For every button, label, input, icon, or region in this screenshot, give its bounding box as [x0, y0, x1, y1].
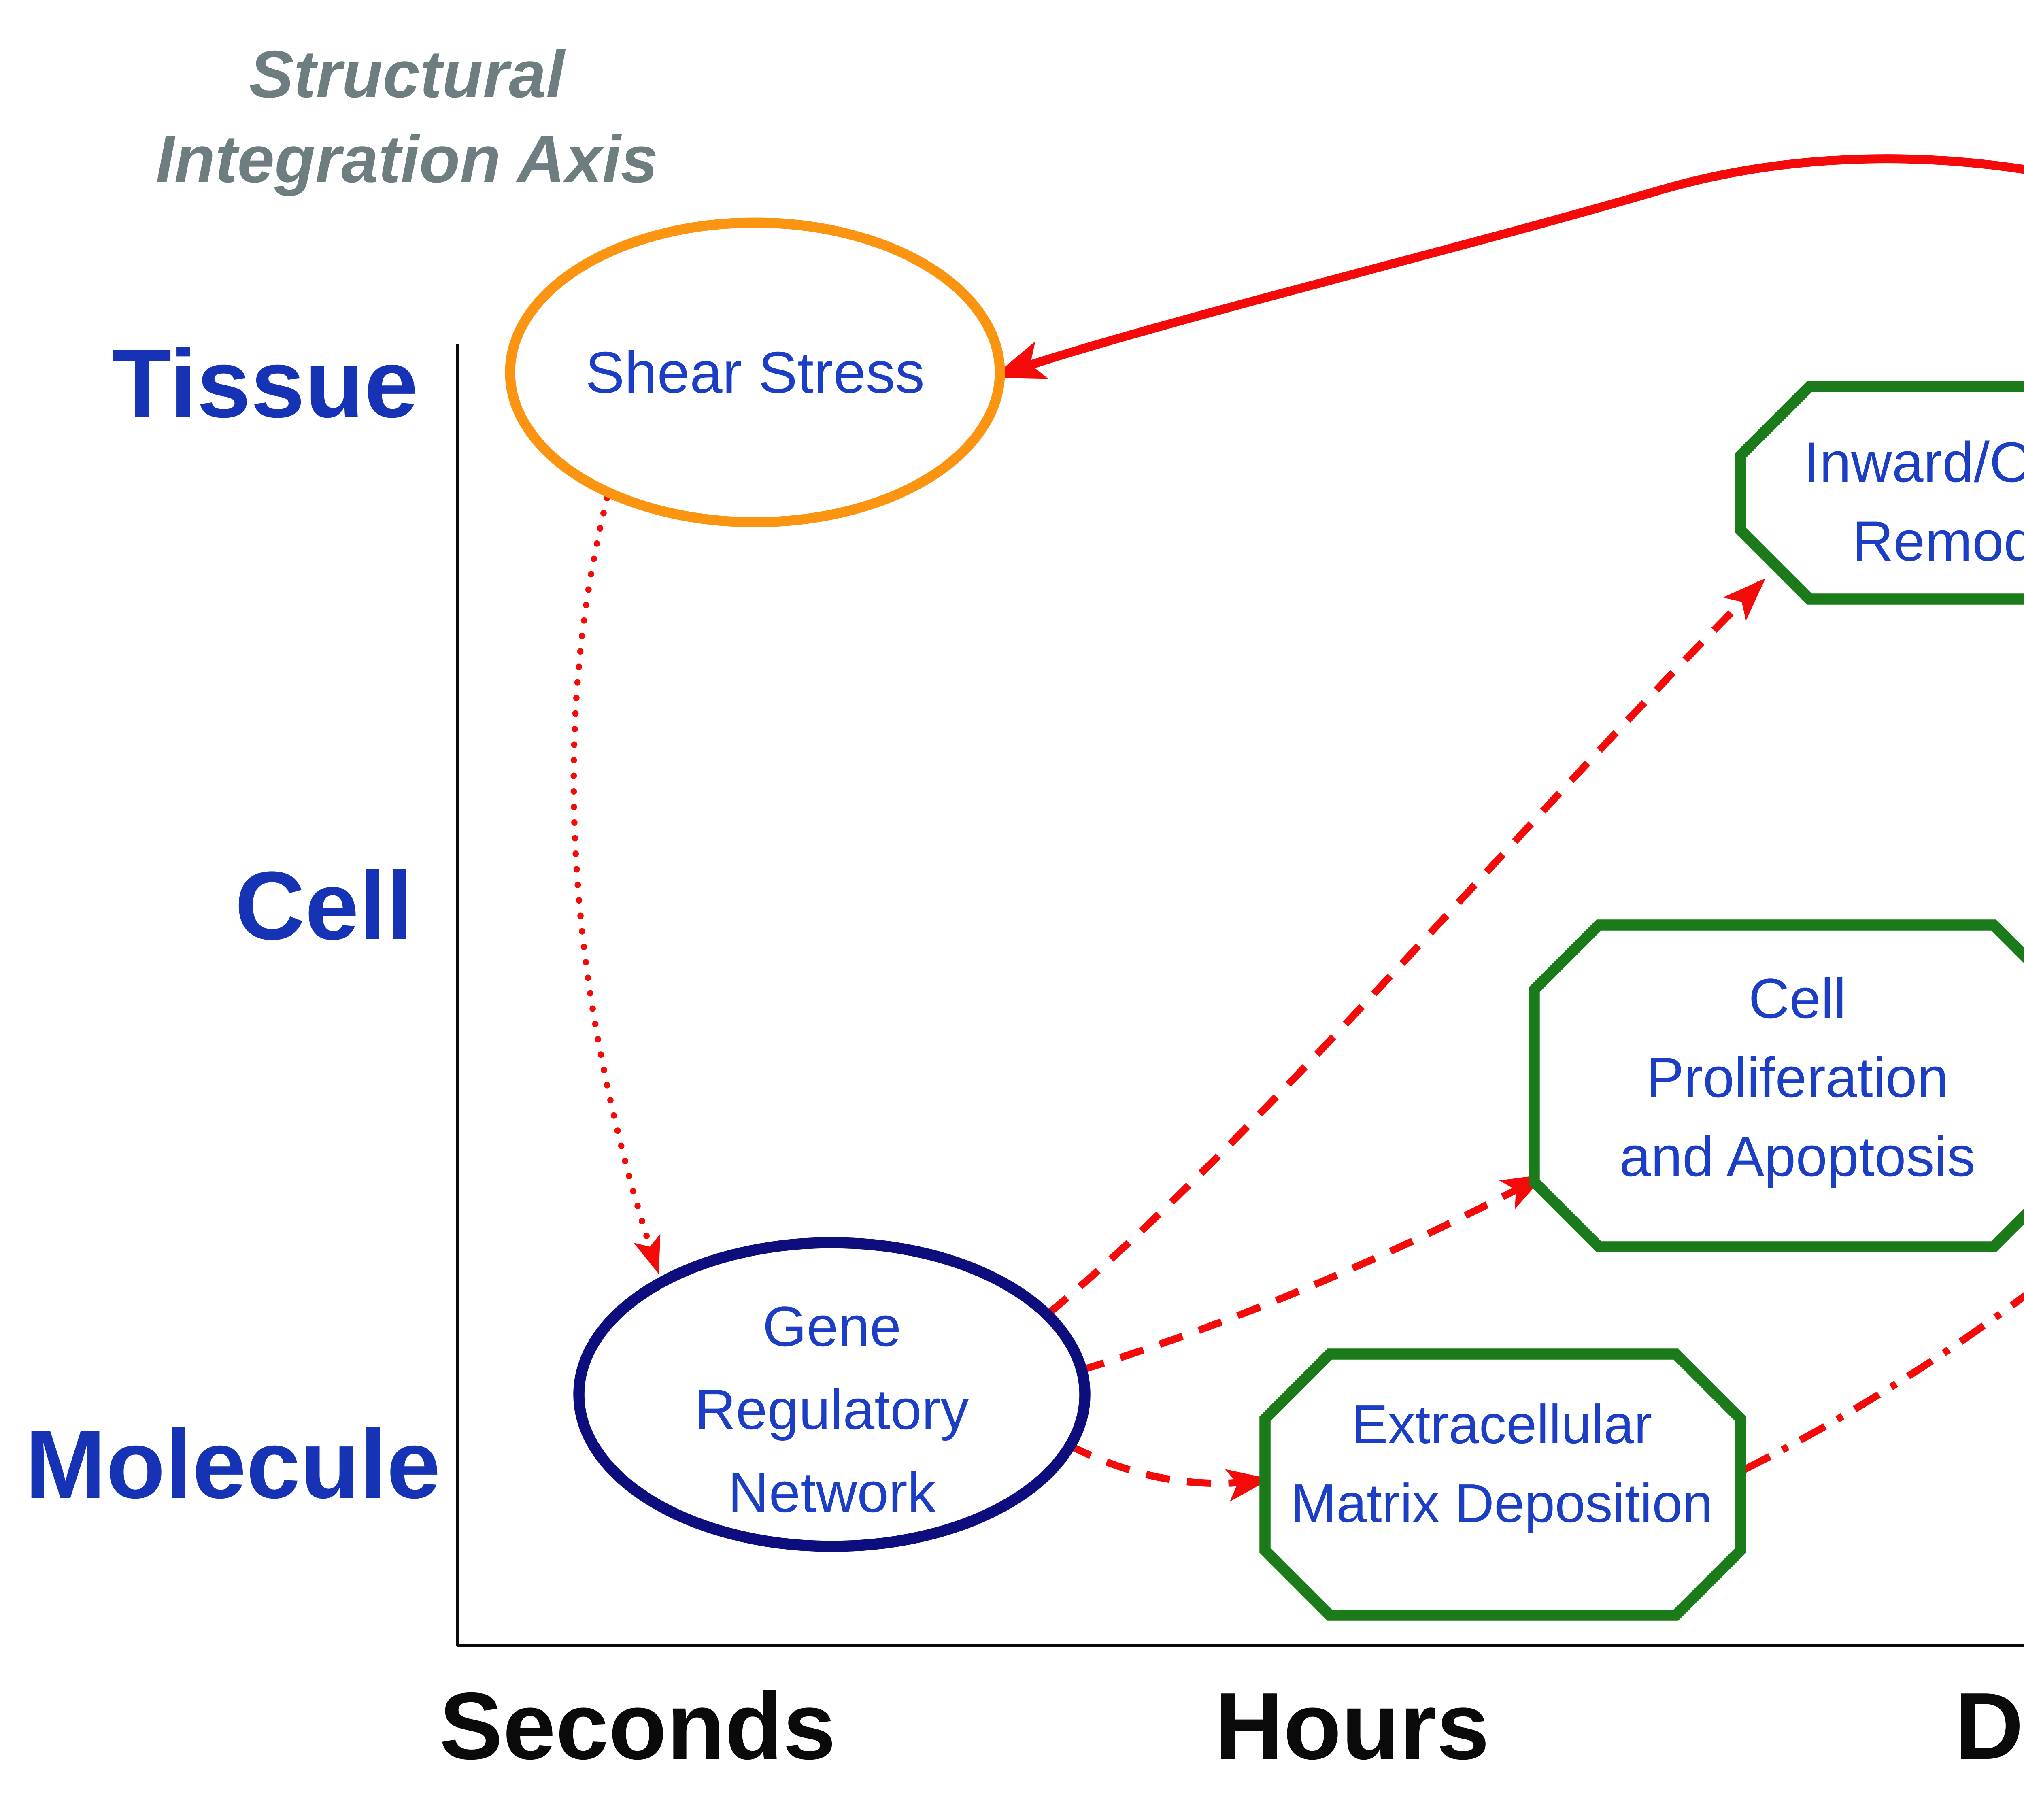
edge-shear-to-grn-dotted-arrow [570, 495, 661, 1274]
edge-regional-to-shear-solid-arrow [991, 154, 2024, 381]
y-label-cell: Cell [235, 851, 413, 960]
node-shear-stress: Shear Stress [505, 217, 1005, 527]
gene-regulatory-network-ellipse [573, 1237, 1091, 1552]
grn-label-line3: Network [728, 1461, 936, 1524]
ecm-label-line1: Extracellular [1352, 1394, 1652, 1455]
x-label-hours: Hours [1215, 1673, 1490, 1779]
proliferation-label-line1: Cell [1748, 967, 1846, 1030]
node-inward-outward-remodeling: Inward/Outward Remodeling [1735, 381, 2024, 605]
proliferation-label-line2: Proliferation [1646, 1046, 1949, 1109]
proliferation-label-line3: and Apoptosis [1619, 1125, 1975, 1188]
grn-label-line1: Gene [763, 1295, 901, 1358]
edge-grn-to-ecm-dashed-arrow [1067, 1442, 1271, 1502]
remodeling-label-line2: Remodeling [1852, 509, 2024, 573]
y-label-molecule: Molecule [25, 1410, 441, 1518]
ecm-label-line2: Matrix Deposition [1291, 1473, 1713, 1534]
grn-label-line2: Regulatory [695, 1378, 969, 1441]
y-label-tissue: Tissue [112, 329, 418, 438]
x-label-seconds: Seconds [439, 1673, 836, 1779]
edge-grn-to-remodeling-dashed-arrow [1046, 578, 1766, 1316]
edge-grn-to-proliferation-dashed-arrow [1080, 1173, 1546, 1374]
inward-outward-remodeling-octagon [1735, 381, 2024, 605]
shear-stress-label: Shear Stress [585, 340, 925, 405]
cell-proliferation-octagon [1529, 919, 2024, 1252]
node-ecm-deposition: Extracellular Matrix Deposition [1259, 1348, 1746, 1621]
node-gene-regulatory-network: Gene Regulatory Network [573, 1237, 1091, 1552]
node-cell-proliferation-apoptosis: Cell Proliferation and Apoptosis [1529, 919, 2024, 1252]
structural-axis-title-line2: Integration Axis [156, 122, 658, 196]
structural-axis-title-line1: Structural [249, 37, 566, 111]
remodeling-label-line1: Inward/Outward [1804, 430, 2024, 494]
shear-stress-ellipse [505, 217, 1005, 527]
x-label-days: Days [1955, 1673, 2024, 1779]
ecm-deposition-octagon [1259, 1348, 1746, 1621]
